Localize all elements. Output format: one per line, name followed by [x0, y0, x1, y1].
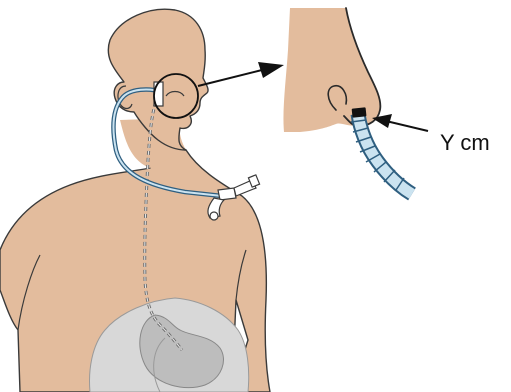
tube-entry-mark: [352, 107, 367, 117]
measurement-label: Y cm: [440, 130, 490, 155]
connector-port-side-cap: [210, 212, 218, 220]
arrow-right-icon: [198, 62, 284, 86]
connector-body: [218, 188, 236, 200]
arrow-left-icon: [372, 114, 428, 131]
